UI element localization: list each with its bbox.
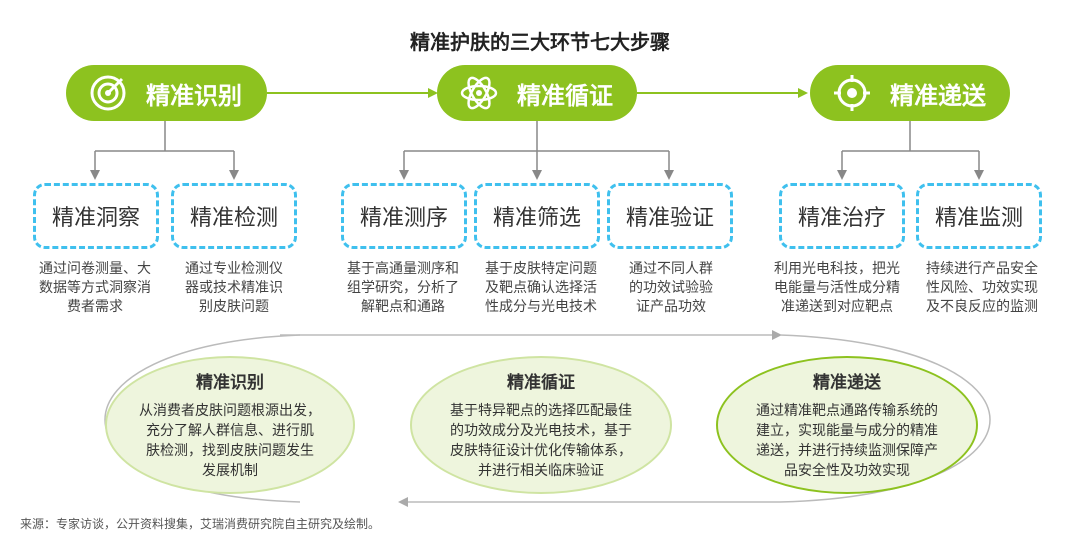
- atom-icon: [457, 71, 501, 115]
- target-icon: [86, 71, 130, 115]
- stage-label: 精准循证: [517, 81, 613, 110]
- summary-oval-identify: 精准识别 从消费者皮肤问题根源出发，充分了解人群信息、进行肌肤检测，找到皮肤问题…: [105, 356, 355, 494]
- step-detection: 精准检测: [171, 183, 297, 249]
- summary-text: 从消费者皮肤问题根源出发，充分了解人群信息、进行肌肤检测，找到皮肤问题发生发展机…: [139, 403, 321, 479]
- step-description: 基于高通量测序和组学研究，分析了解靶点和通路: [347, 261, 459, 315]
- step-insight: 精准洞察: [33, 183, 159, 249]
- stage-evidence: 精准循证: [437, 65, 637, 121]
- step-screening: 精准筛选: [474, 183, 600, 249]
- step-monitoring: 精准监测: [916, 183, 1042, 249]
- summary-text: 通过精准靶点通路传输系统的建立，实现能量与成分的精准递送，并进行持续监测保障产品…: [756, 403, 938, 479]
- stage-label: 精准识别: [146, 81, 242, 110]
- summary-text: 基于特异靶点的选择匹配最佳的功效成分及光电技术，基于皮肤特征设计优化传输体系，并…: [450, 403, 632, 479]
- step-description: 利用光电科技，把光电能量与活性成分精准递送到对应靶点: [774, 261, 900, 315]
- step-description: 通过专业检测仪器或技术精准识别皮肤问题: [185, 261, 283, 315]
- stage-label: 精准递送: [890, 81, 986, 110]
- summary-oval-evidence: 精准循证 基于特异靶点的选择匹配最佳的功效成分及光电技术，基于皮肤特征设计优化传…: [410, 356, 672, 494]
- source-note: 来源：专家访谈，公开资料搜集，艾瑞消费研究院自主研究及绘制。: [20, 517, 381, 531]
- step-sequencing: 精准测序: [341, 183, 467, 249]
- diagram-title: 精准护肤的三大环节七大步骤: [410, 30, 670, 54]
- summary-title: 精准识别: [196, 373, 264, 393]
- step-description: 通过问卷测量、大数据等方式洞察消费者需求: [39, 261, 151, 315]
- summary-title: 精准循证: [507, 373, 575, 393]
- step-treatment: 精准治疗: [779, 183, 905, 249]
- stage-delivery: 精准递送: [810, 65, 1010, 121]
- crosshair-icon: [830, 71, 874, 115]
- summary-title: 精准递送: [813, 373, 881, 393]
- step-description: 通过不同人群的功效试验验证产品功效: [629, 261, 713, 315]
- step-description: 基于皮肤特定问题及靶点确认选择活性成分与光电技术: [485, 261, 597, 315]
- stage-identify: 精准识别: [66, 65, 267, 121]
- step-description: 持续进行产品安全性风险、功效实现及不良反应的监测: [926, 261, 1038, 315]
- summary-oval-delivery: 精准递送 通过精准靶点通路传输系统的建立，实现能量与成分的精准递送，并进行持续监…: [716, 356, 978, 494]
- step-validation: 精准验证: [607, 183, 733, 249]
